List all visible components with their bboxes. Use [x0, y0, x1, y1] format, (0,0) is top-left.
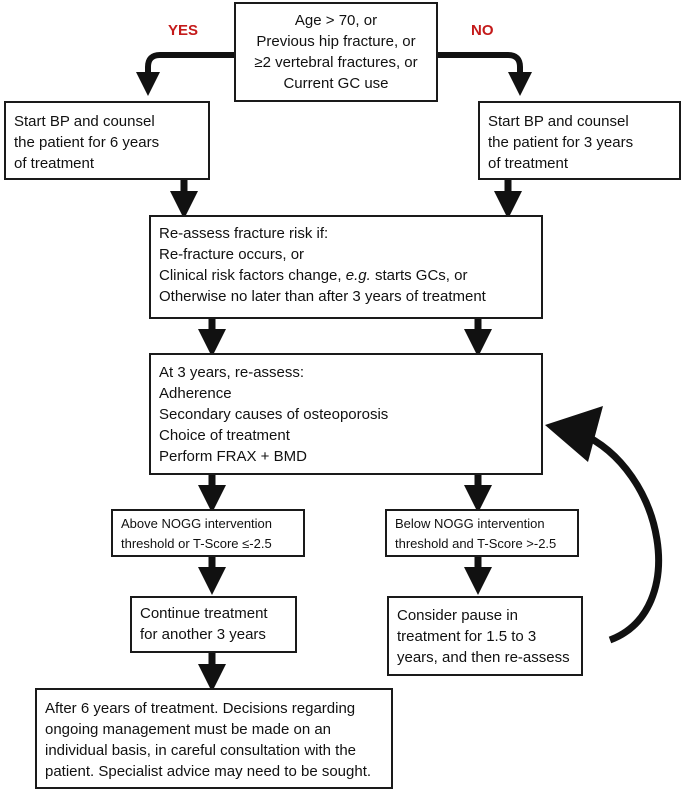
arrow-loop-back-head	[545, 406, 603, 462]
arrow-yes	[136, 52, 235, 96]
node-continue-line: Continue treatment	[140, 605, 268, 622]
node-final-line: patient. Specialist advice may need to b…	[45, 763, 372, 780]
node-continue-line: for another 3 years	[140, 626, 266, 643]
node-below-line: Below NOGG intervention	[395, 516, 545, 531]
node-3y-line: Perform FRAX + BMD	[159, 448, 307, 465]
node-start-line: Previous hip fracture, or	[256, 33, 416, 50]
node-reassess-text: Clinical risk factors change,	[159, 267, 346, 284]
node-no-start-bp: Start BP and counsel the patient for 3 y…	[478, 101, 681, 180]
label-no: NO	[471, 22, 494, 39]
label-yes: YES	[168, 22, 199, 39]
node-yes-line: Start BP and counsel	[14, 113, 155, 130]
node-three-years: At 3 years, re-assess: Adherence Seconda…	[149, 353, 543, 475]
node-3y-line: Secondary causes of osteoporosis	[159, 406, 389, 423]
node-reassess-line: Clinical risk factors change, e.g. start…	[159, 265, 533, 286]
node-pause-line: Consider pause in	[397, 607, 518, 624]
arrow-loop-back	[578, 429, 662, 644]
node-final-line: individual basis, in careful consultatio…	[45, 742, 357, 759]
node-yes-line: the patient for 6 years	[14, 134, 160, 151]
node-reassess-text: starts GCs, or	[370, 267, 468, 284]
node-reassess-line: Otherwise no later than after 3 years of…	[159, 288, 486, 305]
arrow-no	[437, 52, 532, 96]
node-3y-line: Choice of treatment	[159, 427, 290, 444]
node-above-line: threshold or T-Score ≤-2.5	[121, 536, 272, 551]
node-yes-line: of treatment	[14, 155, 95, 172]
node-after-six-years: After 6 years of treatment. Decisions re…	[35, 688, 393, 789]
node-reassess-line: Re-assess fracture risk if:	[159, 225, 329, 242]
node-above-nogg: Above NOGG intervention threshold or T-S…	[111, 509, 305, 557]
node-start: Age > 70, or Previous hip fracture, or ≥…	[234, 2, 438, 102]
node-3y-line: Adherence	[159, 385, 232, 402]
node-no-line: Start BP and counsel	[488, 113, 629, 130]
node-pause-line: treatment for 1.5 to 3	[397, 628, 537, 645]
node-start-line: ≥2 vertebral fractures, or	[254, 54, 418, 71]
node-below-nogg: Below NOGG intervention threshold and T-…	[385, 509, 579, 557]
node-reassess-line: Re-fracture occurs, or	[159, 246, 305, 263]
node-consider-pause: Consider pause in treatment for 1.5 to 3…	[387, 596, 583, 676]
node-above-line: Above NOGG intervention	[121, 516, 273, 531]
node-3y-line: At 3 years, re-assess:	[159, 364, 305, 381]
node-reassess-eg: e.g.	[345, 267, 371, 284]
node-no-line: the patient for 3 years	[488, 134, 634, 151]
node-yes-start-bp: Start BP and counsel the patient for 6 y…	[4, 101, 210, 180]
node-below-line: threshold and T-Score >-2.5	[395, 536, 557, 551]
node-no-line: of treatment	[488, 155, 569, 172]
node-pause-line: years, and then re-assess	[397, 649, 570, 666]
node-final-line: ongoing management must be made on an	[45, 721, 332, 738]
node-start-line: Age > 70, or	[294, 12, 378, 29]
node-final-line: After 6 years of treatment. Decisions re…	[45, 700, 356, 717]
node-continue-treatment: Continue treatment for another 3 years	[130, 596, 297, 653]
node-reassess-risk: Re-assess fracture risk if: Re-fracture …	[149, 215, 543, 319]
node-start-line: Current GC use	[283, 75, 389, 92]
